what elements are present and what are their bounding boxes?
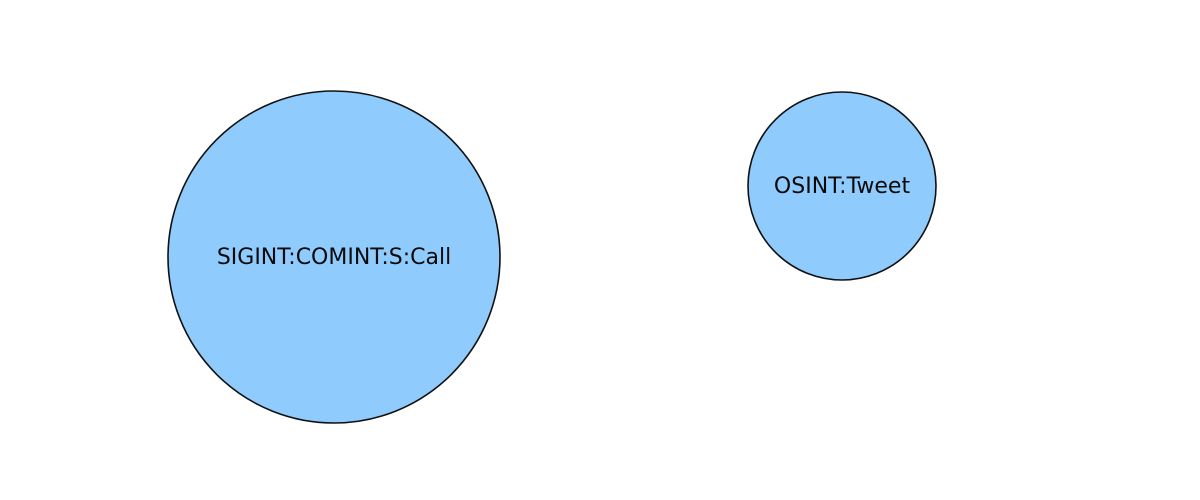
node-osint-tweet[interactable]: OSINT:Tweet [747,91,937,281]
node-label: SIGINT:COMINT:S:Call [217,245,451,270]
node-label: OSINT:Tweet [774,174,911,199]
node-circle[interactable] [747,91,937,281]
node-sigint-comint-call[interactable]: SIGINT:COMINT:S:Call [167,90,501,424]
node-circle[interactable] [167,90,501,424]
